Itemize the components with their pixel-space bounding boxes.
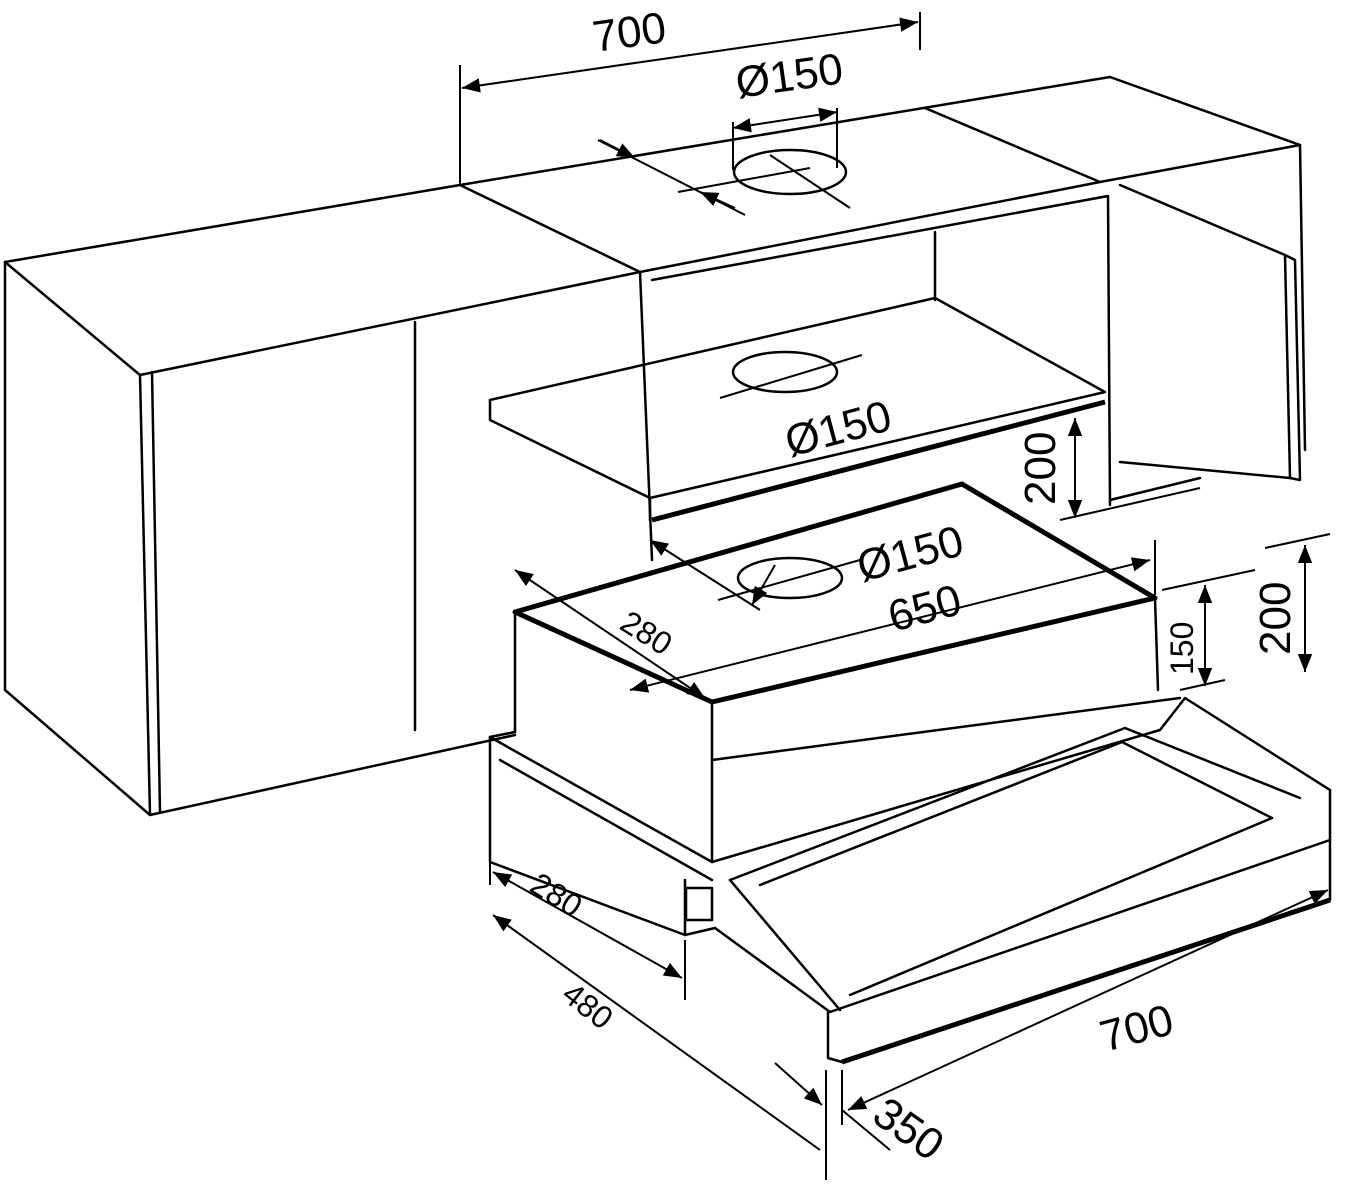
shelf-clearance-label: 200 — [1016, 432, 1065, 505]
front-width-label: 700 — [1095, 995, 1179, 1061]
top-duct-hole — [732, 148, 848, 196]
hood-body-height-label: 150 — [1164, 622, 1200, 675]
extended-depth-label: 480 — [556, 975, 620, 1036]
visor-depth-label: 350 — [864, 1088, 952, 1170]
shelf — [488, 296, 1107, 523]
front-depth-label: 280 — [524, 865, 588, 924]
hood-total-height-label: 200 — [1251, 582, 1300, 655]
duct-diameter-top-label: Ø150 — [733, 44, 846, 108]
hood-width-label: 650 — [883, 575, 967, 641]
wall-cabinets — [3, 75, 1307, 817]
hood-body — [512, 481, 1182, 864]
hood-depth-label: 280 — [614, 603, 678, 662]
cabinet-width-top-label: 700 — [590, 3, 670, 62]
